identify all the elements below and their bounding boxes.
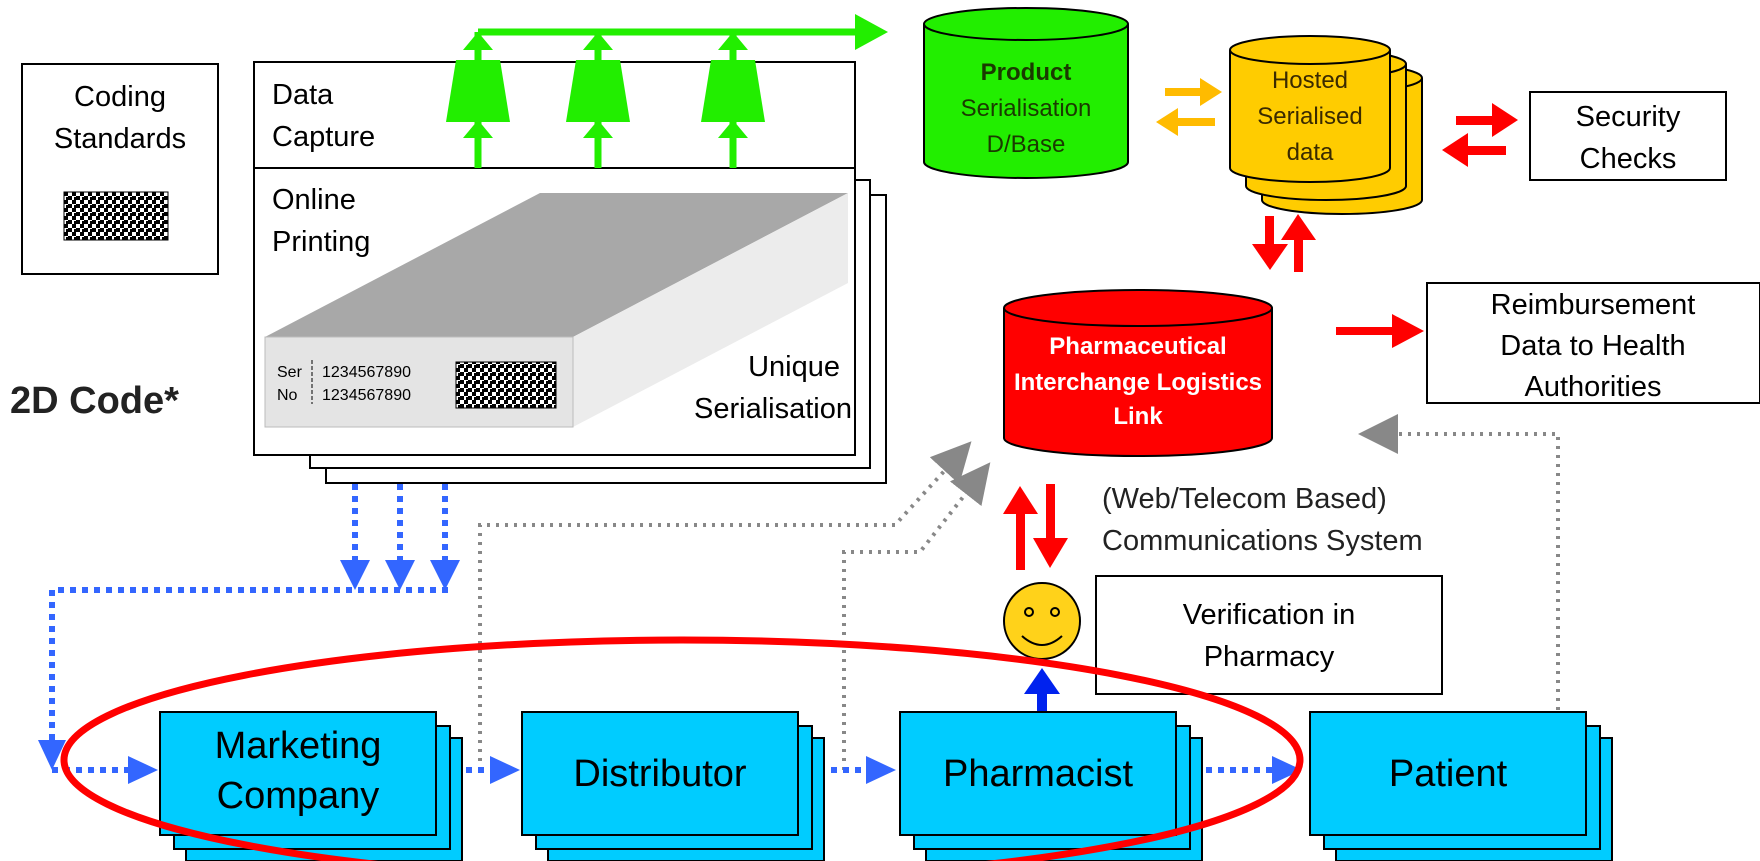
- unique-serialisation-label-2: Serialisation: [694, 393, 852, 425]
- comms-red-arrows: [1003, 484, 1068, 570]
- security-checks-box: Security Checks: [1529, 91, 1727, 181]
- printing-panel: Data Capture Online Printing Ser No 1234…: [253, 61, 887, 484]
- hosted-serialised-db: Hosted Serialised data: [1229, 35, 1423, 215]
- yellow-sync-arrows: [1156, 78, 1222, 136]
- product-db-label-1: Product: [981, 59, 1072, 86]
- coding-standards-label-1: Coding: [74, 81, 166, 113]
- comms-label-2: Communications System: [1102, 525, 1423, 557]
- marketing-label-2: Company: [217, 775, 380, 817]
- pill-db-label-1: Pharmaceutical: [1049, 333, 1226, 360]
- hosted-db-label-2: Serialised: [1257, 103, 1362, 130]
- patient-node: Patient: [1309, 711, 1613, 861]
- unique-serialisation-label-1: Unique: [748, 351, 840, 383]
- product-pack: Ser No 1234567890 1234567890: [264, 193, 848, 428]
- marketing-label-1: Marketing: [215, 725, 382, 767]
- reimbursement-label-3: Authorities: [1524, 371, 1661, 403]
- reimbursement-label-2: Data to Health: [1500, 330, 1685, 362]
- online-printing-label-1: Online: [272, 184, 356, 216]
- pill-db-label-2: Interchange Logistics: [1014, 369, 1262, 396]
- pharmacist-label: Pharmacist: [943, 753, 1133, 795]
- product-db-label-3: D/Base: [987, 131, 1066, 158]
- security-checks-label-2: Checks: [1580, 143, 1677, 175]
- pack-no-label: No: [277, 387, 298, 404]
- distributor-label: Distributor: [573, 753, 746, 795]
- pack-no-value: 1234567890: [322, 387, 411, 404]
- datamatrix-icon: [63, 191, 169, 241]
- hosted-db-label-3: data: [1287, 139, 1334, 166]
- verification-label-2: Pharmacy: [1204, 641, 1335, 673]
- supply-chain-highlight-ellipse: [60, 636, 1304, 861]
- coding-standards-label-2: Standards: [54, 123, 186, 155]
- blue-arrowheads: [38, 560, 1302, 784]
- product-serialisation-db: Product Serialisation D/Base: [923, 7, 1129, 179]
- security-red-arrows: [1442, 103, 1518, 167]
- reimbursement-label-1: Reimbursement: [1491, 289, 1696, 321]
- distributor-node: Distributor: [521, 711, 825, 861]
- pharmacist-up-arrow: [1024, 668, 1060, 712]
- verification-box: Verification in Pharmacy: [1095, 575, 1443, 695]
- green-capture-arrows: [446, 14, 888, 168]
- online-printing-label-2: Printing: [272, 226, 370, 258]
- coding-standards-box: Coding Standards: [21, 63, 219, 275]
- pack-datamatrix-icon: [455, 361, 557, 409]
- product-db-label-2: Serialisation: [961, 95, 1092, 122]
- pack-ser-value: 1234567890: [322, 364, 411, 381]
- security-checks-label-1: Security: [1576, 101, 1681, 133]
- gray-dotted-links: [478, 414, 1560, 770]
- comms-label-1: (Web/Telecom Based): [1102, 483, 1387, 515]
- patient-label: Patient: [1389, 753, 1508, 795]
- pack-ser-label: Ser: [277, 364, 303, 381]
- pharmaceutical-interchange-db: Pharmaceutical Interchange Logistics Lin…: [1003, 289, 1273, 457]
- reimbursement-red-arrow: [1336, 314, 1424, 348]
- pharmacist-node: Pharmacist: [899, 711, 1203, 861]
- verification-label-1: Verification in: [1183, 599, 1356, 631]
- hosted-db-label-1: Hosted: [1272, 67, 1348, 94]
- pill-db-label-3: Link: [1113, 403, 1163, 430]
- marketing-company-node: Marketing Company: [159, 711, 463, 861]
- hosted-pill-red-arrows: [1252, 214, 1316, 272]
- code-2d-label: 2D Code*: [10, 380, 179, 422]
- data-capture-label-2: Capture: [272, 121, 375, 153]
- smiley-face-icon: [1003, 582, 1081, 660]
- data-capture-label-1: Data: [272, 79, 334, 111]
- reimbursement-box: Reimbursement Data to Health Authorities: [1426, 282, 1760, 404]
